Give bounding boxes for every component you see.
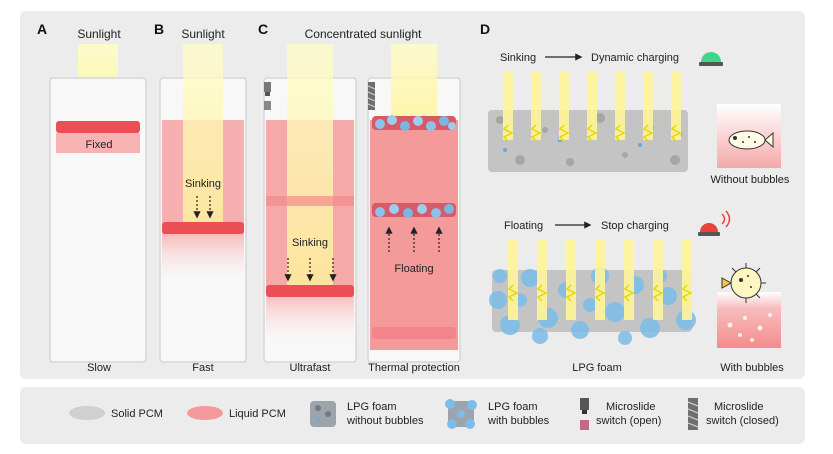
panel-c-left-ghost-layer [266, 196, 354, 206]
panel-c-mid-foam-layer [372, 203, 456, 217]
legend-switch-open-line1: Microslide [606, 401, 656, 413]
legend-solid-pcm-swatch [69, 406, 105, 420]
panel-d-with-bubbles-label: With bubbles [720, 362, 784, 374]
panel-a-caption: Slow [87, 362, 111, 374]
panel-d-without-bubbles-label: Without bubbles [711, 174, 790, 186]
panel-c-sunlight-label: Concentrated sunlight [305, 27, 422, 41]
panel-c-floating-label: Floating [394, 263, 433, 275]
legend-foam-bubbles-icon [445, 399, 477, 429]
switch-open-icon [264, 82, 271, 110]
panel-d: D Sinking Dynamic charging [480, 21, 790, 374]
panel-c-right-caption: Thermal protection [368, 362, 460, 374]
switch-closed-icon [367, 82, 376, 110]
pufferfish-icon [721, 263, 766, 303]
panel-d-foam-caption: LPG foam [572, 362, 622, 374]
panel-a-melt-zone [56, 133, 140, 153]
panel-a-container [49, 77, 147, 363]
panel-c-letter: C [258, 21, 268, 37]
legend-solid-pcm-label: Solid PCM [111, 408, 163, 420]
panel-b-sunlight-label: Sunlight [181, 27, 225, 41]
panel-a-fixed-label: Fixed [86, 139, 113, 151]
panel-b-liquid-fade [162, 230, 244, 290]
panel-c-left-liquid-fade [266, 290, 354, 350]
legend-foam-bubbles-line1: LPG foam [488, 401, 538, 413]
legend-foam-bubbles-line2: with bubbles [487, 415, 550, 427]
panel-d-letter: D [480, 21, 490, 37]
panel-c: C Concentrated sunlight Sinking Ultrafas… [258, 21, 461, 374]
panel-b-sunbeam [183, 44, 223, 230]
legend-switch-closed-icon [687, 398, 699, 430]
panel-c-right-sunbeam [391, 44, 437, 124]
panel-c-left-caption: Ultrafast [290, 362, 331, 374]
green-light-icon [699, 52, 723, 66]
panel-d-sinking-label: Sinking [500, 52, 536, 64]
legend-liquid-pcm-label: Liquid PCM [229, 408, 286, 420]
legend-liquid-pcm-swatch [187, 406, 223, 420]
legend-switch-closed-line2: switch (closed) [706, 415, 779, 427]
legend-switch-open-line2: switch (open) [596, 415, 661, 427]
panel-a-pcm-layer [56, 121, 140, 133]
legend-switch-open-icon [580, 398, 589, 430]
legend-switch-closed-line1: Microslide [714, 401, 764, 413]
panel-c-left-pcm-layer [266, 285, 354, 297]
panel-c-bottom-layer [372, 327, 456, 339]
panel-b: B Sunlight Sinking Fast [154, 21, 247, 374]
legend-foam-no-bubbles-icon [310, 401, 336, 427]
panel-d-floating-label: Floating [504, 220, 543, 232]
panel-d-with-bubbles-box [717, 292, 781, 348]
legend-foam-no-bubbles-line1: LPG foam [347, 401, 397, 413]
legend-panel-background [20, 387, 805, 444]
legend: Solid PCM Liquid PCM LPG foam without bu… [69, 398, 779, 430]
panel-a-sunlight-label: Sunlight [77, 27, 121, 41]
red-alarm-icon [698, 210, 731, 236]
panel-b-letter: B [154, 21, 164, 37]
panel-c-left-sunbeam [287, 44, 333, 290]
panel-d-bottom-sunbeams [507, 240, 693, 320]
panel-a: A Sunlight Fixed Slow [37, 21, 147, 374]
legend-foam-no-bubbles-line2: without bubbles [346, 415, 424, 427]
panel-c-sinking-label: Sinking [292, 237, 328, 249]
panel-d-dynamic-label: Dynamic charging [591, 52, 679, 64]
panel-d-top-sunbeams [502, 72, 682, 142]
panel-b-pcm-layer [162, 222, 244, 234]
fish-icon [728, 130, 774, 150]
panel-d-stop-label: Stop charging [601, 220, 669, 232]
panel-b-sinking-label: Sinking [185, 178, 221, 190]
panel-b-caption: Fast [192, 362, 213, 374]
panel-a-letter: A [37, 21, 47, 37]
